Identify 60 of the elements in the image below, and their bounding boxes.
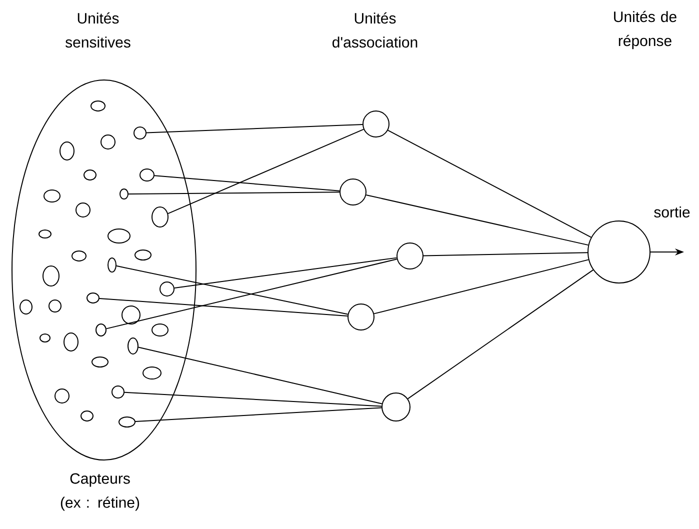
neuron-circle xyxy=(382,392,410,422)
sensor-ellipse xyxy=(90,100,106,112)
connection-line xyxy=(128,192,340,194)
neuron-circle xyxy=(348,304,374,330)
sensor-ellipse xyxy=(134,250,152,260)
connection-line xyxy=(168,128,364,214)
connection-line xyxy=(387,130,592,238)
connection-line xyxy=(407,269,594,400)
sensor-ellipse xyxy=(108,258,116,272)
connection-line xyxy=(146,124,364,134)
sensor-ellipse xyxy=(42,266,60,286)
sensor-ellipse xyxy=(72,250,86,262)
sensor-ellipse xyxy=(112,386,124,398)
connection-line xyxy=(366,194,589,246)
sensor-ellipse xyxy=(134,126,146,140)
neuron-circle xyxy=(362,110,390,138)
connection-line xyxy=(98,298,348,317)
retina-caption: Capteurs (ex : rétine) xyxy=(60,473,140,511)
connection-line xyxy=(174,257,398,288)
connection-line xyxy=(116,265,348,315)
column-heading: Unités sensitives xyxy=(66,12,130,48)
sensor-ellipse xyxy=(118,416,136,428)
sensor-ellipse xyxy=(152,206,168,228)
connection-line xyxy=(134,407,382,422)
sensor-ellipse xyxy=(76,202,90,218)
sensor-ellipse xyxy=(96,324,106,336)
retina-ellipse xyxy=(12,80,196,460)
sensor-ellipse xyxy=(142,366,162,380)
neuron-circle xyxy=(588,220,650,284)
sensor-ellipse xyxy=(48,300,62,312)
sensor-ellipse xyxy=(44,190,60,202)
sensor-ellipse xyxy=(100,134,116,150)
connection-line xyxy=(138,346,382,404)
sensor-ellipse xyxy=(84,170,96,180)
sensor-ellipse xyxy=(128,338,138,354)
neuron-circle xyxy=(340,178,366,206)
sensor-ellipse xyxy=(140,168,154,182)
column-heading: Unités d'association xyxy=(332,12,418,48)
sensor-ellipse xyxy=(20,300,32,314)
sensor-ellipse xyxy=(92,356,108,368)
connection-line xyxy=(154,175,340,192)
sensor-ellipse xyxy=(80,410,94,422)
sensor-ellipse xyxy=(120,188,128,200)
connection-line xyxy=(106,258,398,330)
sensor-ellipse xyxy=(160,282,174,296)
sensor-ellipse xyxy=(54,388,70,404)
sensor-ellipse xyxy=(38,230,52,238)
edge-label: sortie xyxy=(654,206,690,218)
connection-line xyxy=(124,392,382,407)
connection-line xyxy=(374,259,589,314)
sensor-ellipse xyxy=(60,142,74,160)
sensor-ellipse xyxy=(152,324,168,336)
column-heading: Unités de réponse xyxy=(614,10,676,50)
sensor-ellipse xyxy=(86,292,100,304)
sensor-ellipse xyxy=(64,332,78,352)
connection-line xyxy=(423,252,588,256)
sensor-ellipse xyxy=(108,228,130,244)
neuron-circle xyxy=(396,242,424,270)
sensor-ellipse xyxy=(40,334,50,342)
sensor-ellipse xyxy=(122,306,140,324)
